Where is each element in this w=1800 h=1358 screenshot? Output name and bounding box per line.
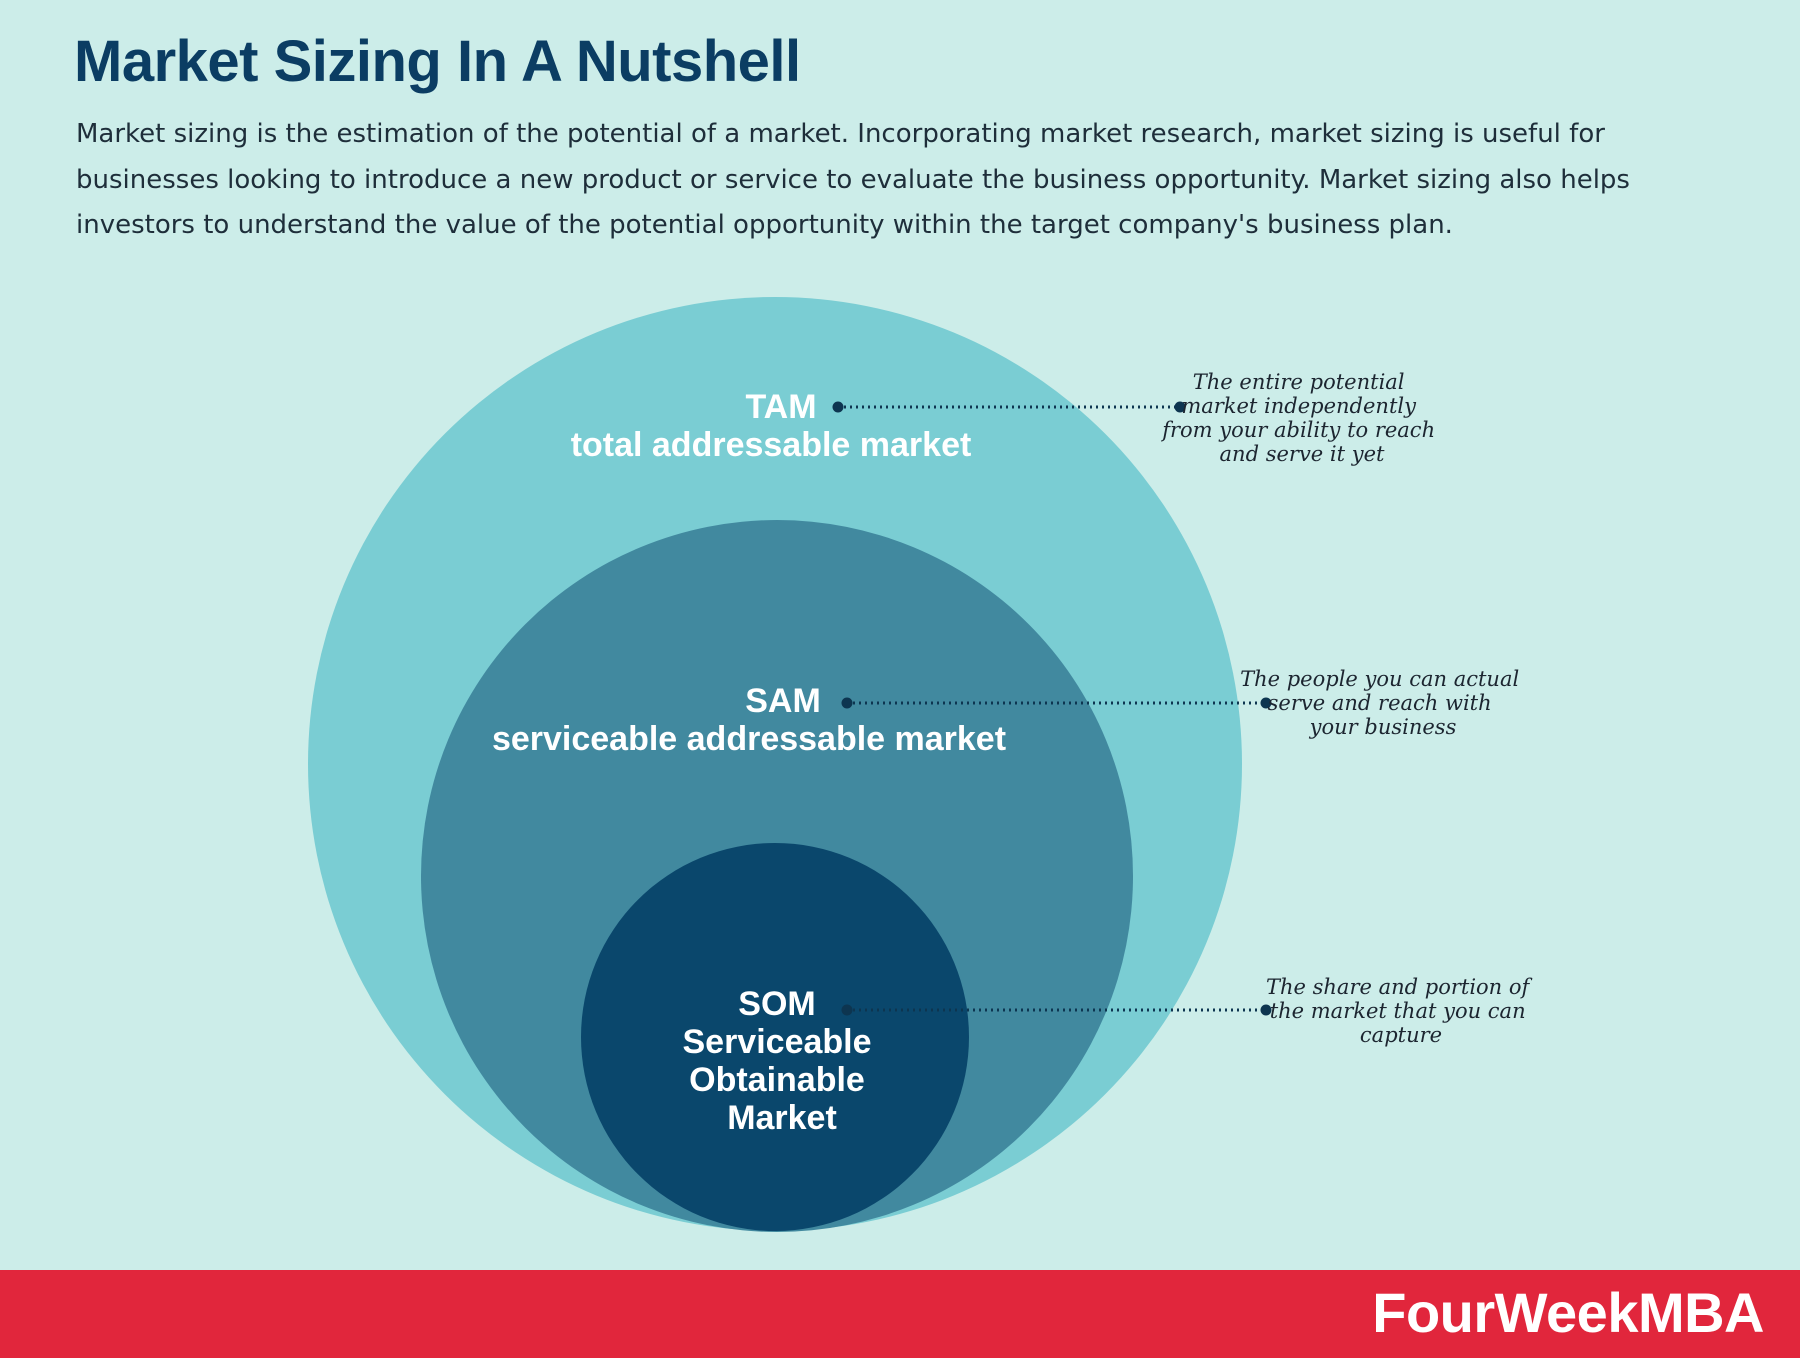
brand-logo: FourWeekMBA: [1372, 1281, 1764, 1344]
som-name-line: Obtainable: [689, 1061, 865, 1099]
som-name-line: Serviceable: [682, 1023, 871, 1061]
footer-bar: FourWeekMBA: [0, 1270, 1800, 1358]
sam-annotation-line: your business: [1309, 715, 1457, 739]
som-annotation-line: The share and portion of: [1266, 975, 1533, 999]
som-name-line: Market: [727, 1099, 837, 1137]
som-acronym: SOM: [738, 985, 815, 1023]
sam-name: serviceable addressable market: [492, 720, 1006, 758]
tam-annotation: The entire potential market independentl…: [1160, 370, 1442, 466]
som-annotation-line: capture: [1360, 1023, 1442, 1047]
sam-connector-start-dot: [841, 697, 853, 709]
tam-annotation-line: from your ability to reach: [1160, 418, 1435, 442]
tam-connector: [832, 401, 1186, 413]
tam-name: total addressable market: [571, 426, 972, 464]
sam-acronym: SAM: [745, 682, 821, 720]
som-circle: [581, 843, 969, 1231]
page-title: Market Sizing In A Nutshell: [74, 29, 801, 94]
som-connector-end-dot: [1260, 1004, 1272, 1016]
market-sizing-diagram: TAM total addressable market SAM service…: [308, 297, 1536, 1232]
sam-annotation-line: The people you can actual: [1240, 667, 1519, 691]
sam-annotation: The people you can actual serve and reac…: [1240, 667, 1526, 739]
som-annotation-line: the market that you can: [1270, 999, 1526, 1023]
tam-acronym: TAM: [745, 388, 816, 426]
som-annotation: The share and portion of the market that…: [1266, 975, 1536, 1047]
tam-annotation-line: market independently: [1181, 394, 1417, 418]
tam-annotation-line: The entire potential: [1193, 370, 1405, 394]
sam-connector-end-dot: [1260, 697, 1272, 709]
som-connector-start-dot: [841, 1004, 853, 1016]
sam-connector: [841, 697, 1272, 709]
tam-annotation-line: and serve it yet: [1220, 442, 1385, 466]
intro-description: Market sizing is the estimation of the p…: [76, 119, 1630, 240]
sam-annotation-line: serve and reach with: [1268, 691, 1492, 715]
tam-connector-end-dot: [1174, 401, 1186, 413]
tam-connector-start-dot: [832, 401, 844, 413]
som-connector: [841, 1004, 1272, 1016]
